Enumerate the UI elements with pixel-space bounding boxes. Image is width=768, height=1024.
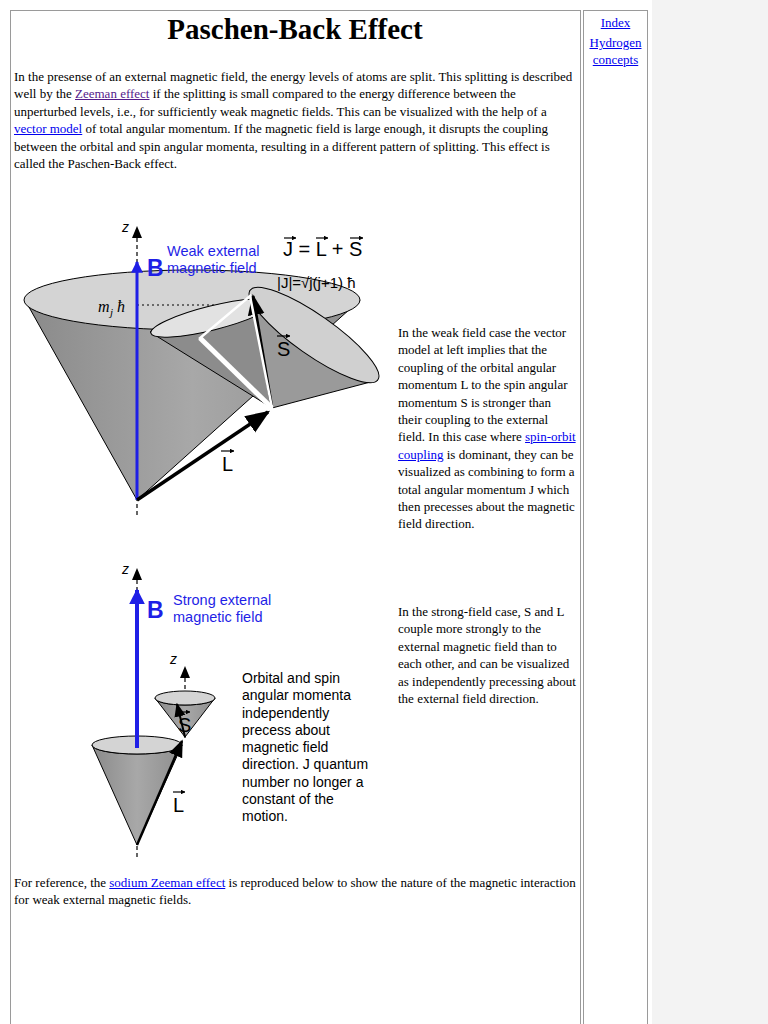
text-block: B xyxy=(147,597,164,624)
orbital-cone xyxy=(92,745,182,845)
hyperlink: vector model xyxy=(14,121,82,136)
text-block: j xyxy=(110,306,113,318)
figure-label: L xyxy=(222,453,233,475)
text-block: z xyxy=(170,651,177,667)
vector-mark xyxy=(173,791,185,792)
L-vector xyxy=(137,412,268,500)
text-block: In the presense of an external magnetic … xyxy=(14,68,576,172)
text-block: Strong external magnetic field xyxy=(173,592,283,626)
vector-mark xyxy=(221,450,234,451)
field-arrow xyxy=(136,262,139,500)
figure-label: m xyxy=(98,298,110,315)
figure-label: S xyxy=(277,338,290,360)
vector-mark xyxy=(277,335,290,336)
text-block: Orbital and spin angular momenta indepen… xyxy=(242,670,382,826)
figure-label: J = L + S xyxy=(283,238,362,260)
text-block: For reference, the sodium Zeeman effect … xyxy=(14,874,576,909)
text-block: Weak external magnetic field xyxy=(167,243,277,277)
text-block: J = L + S xyxy=(283,238,362,261)
L-vector xyxy=(137,741,182,845)
J-triangle xyxy=(200,296,272,408)
vector-mark xyxy=(179,711,190,712)
field-arrow xyxy=(135,590,139,748)
text-block: ħ xyxy=(117,298,125,316)
text-block: B xyxy=(147,255,164,282)
figure-label: ħ xyxy=(117,298,125,315)
figure-label: For reference, the xyxy=(14,875,109,890)
figure-label: B xyxy=(147,597,164,623)
hyperlink: sodium Zeeman effect xyxy=(109,875,225,890)
orbital-cone-top xyxy=(239,274,390,396)
text-block: L xyxy=(173,794,184,817)
figure-label: Strong external magnetic field xyxy=(173,592,271,625)
spin-cone-top xyxy=(155,691,215,705)
z-arrowhead xyxy=(132,568,142,580)
text-block: S xyxy=(277,338,290,361)
text-block: z xyxy=(122,219,129,235)
nav-link: Index xyxy=(584,14,647,31)
nav-link: Hydrogen concepts xyxy=(584,34,647,68)
figure-label: Weak external magnetic field xyxy=(167,243,259,276)
paragraph-text: Orbital and spin angular momenta indepen… xyxy=(242,670,368,824)
paragraph-text: In the strong-field case, S and L couple… xyxy=(398,604,576,706)
hyperlink: Zeeman effect xyxy=(75,86,149,101)
figure-label: |J|=√j(j+1) ħ xyxy=(277,274,356,291)
paragraph-text: In the weak field case the vector model … xyxy=(398,325,568,444)
text-block: S xyxy=(178,714,191,737)
z-arrowhead xyxy=(132,226,142,238)
text-block: |J|=√j(j+1) ħ xyxy=(277,274,356,291)
figure-label: z xyxy=(122,219,129,235)
figure-label: B xyxy=(147,255,164,281)
z-arrowhead xyxy=(180,666,190,678)
text-block: m xyxy=(98,298,110,316)
z-axis xyxy=(136,232,137,515)
figure-label: L xyxy=(173,794,184,816)
figure-label: z xyxy=(122,561,129,577)
figure-label: z xyxy=(170,651,177,667)
text-block: In the strong-field case, S and L couple… xyxy=(398,603,578,707)
text-block: z xyxy=(122,561,129,577)
figure-label: S xyxy=(178,714,191,736)
page-margin xyxy=(652,0,768,1024)
nav-box: IndexHydrogen concepts xyxy=(583,10,648,1024)
figure-label: j xyxy=(110,306,113,318)
paragraph-text: of total angular momentum. If the magnet… xyxy=(14,121,550,171)
text-block: In the weak field case the vector model … xyxy=(398,324,578,533)
text-block: L xyxy=(222,453,233,476)
main-panel xyxy=(11,11,581,1024)
page-title: Paschen-Back Effect xyxy=(12,13,578,46)
